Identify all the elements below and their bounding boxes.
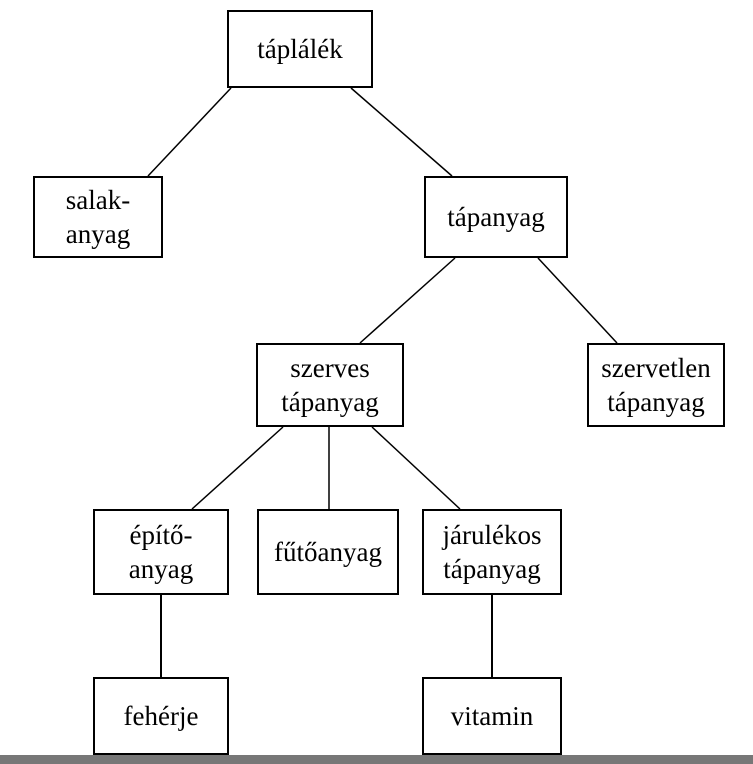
edge-taplalek-tapanyag — [350, 87, 453, 177]
node-taplalek-line-1: táplálék — [257, 34, 343, 64]
edge-tapanyag-szerves — [359, 257, 456, 344]
node-epitoanyag-line-2: anyag — [128, 554, 194, 584]
node-salakanyag-line-1: salak- — [65, 185, 131, 215]
edge-tapanyag-szervetlen — [537, 257, 618, 344]
node-futoanyag: fűtőanyag — [257, 509, 399, 595]
node-salakanyag: salak- anyag — [33, 176, 163, 258]
node-szervetlen: szervetlen tápanyag — [587, 343, 725, 427]
edge-szerves-jarulekos — [371, 426, 461, 510]
node-vitamin: vitamin — [422, 677, 562, 755]
node-jarulekos-line-1: járulékos — [442, 520, 542, 550]
node-szervetlen-line-1: szervetlen — [601, 353, 711, 383]
node-jarulekos-line-2: tápanyag — [443, 554, 541, 584]
node-szerves-line-1: szerves — [290, 353, 370, 383]
node-jarulekos: járulékos tápanyag — [422, 509, 562, 595]
node-feherje: fehérje — [93, 677, 229, 755]
node-feherje-line-1: fehérje — [123, 701, 199, 731]
node-epitoanyag-line-1: építő- — [129, 520, 193, 550]
node-epitoanyag: építő- anyag — [93, 509, 229, 595]
node-szerves-line-2: tápanyag — [281, 387, 379, 417]
edge-szerves-epitoanyag — [191, 426, 284, 510]
edge-taplalek-salakanyag — [147, 87, 232, 177]
node-futoanyag-line-1: fűtőanyag — [274, 537, 382, 567]
node-tapanyag-line-1: tápanyag — [447, 202, 545, 232]
node-szerves: szerves tápanyag — [256, 343, 404, 427]
bottom-scan-bar — [0, 755, 753, 764]
node-tapanyag: tápanyag — [424, 176, 568, 258]
node-szervetlen-line-2: tápanyag — [607, 387, 705, 417]
node-salakanyag-line-2: anyag — [65, 219, 131, 249]
node-taplalek: táplálék — [227, 10, 373, 88]
node-vitamin-line-1: vitamin — [450, 701, 534, 731]
